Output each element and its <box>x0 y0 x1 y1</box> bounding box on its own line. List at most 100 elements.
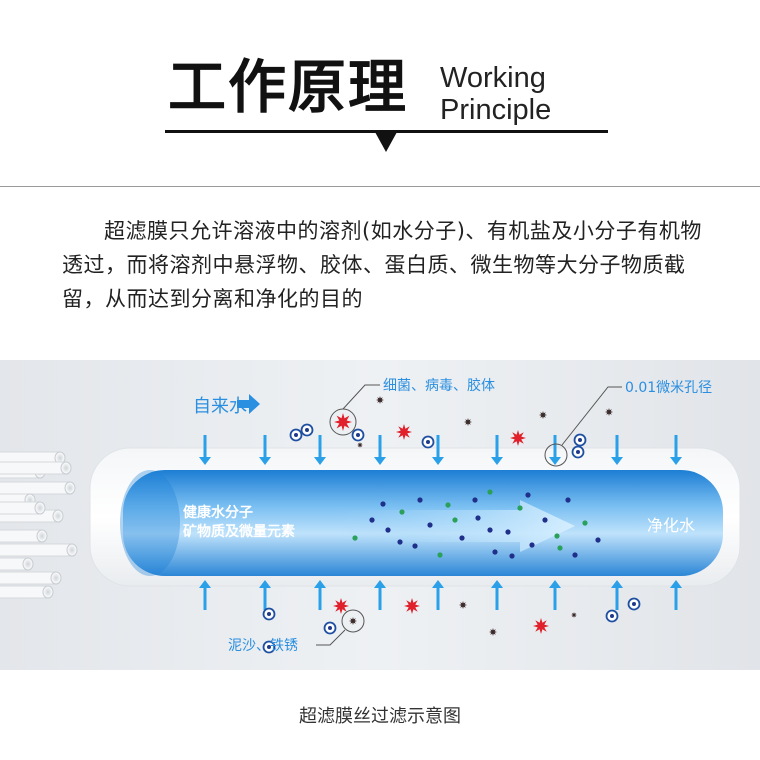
flow-arrow <box>340 500 575 552</box>
contaminant-burst <box>539 411 547 419</box>
inflow-arrow-head <box>259 457 271 465</box>
water-molecule <box>399 509 405 515</box>
water-molecule <box>582 520 588 526</box>
water-molecule <box>487 489 493 495</box>
water-molecule <box>509 553 515 559</box>
label-bacteria: 细菌、病毒、胶体 <box>383 377 495 394</box>
water-molecule <box>352 535 358 541</box>
sediment-ring-core <box>267 612 271 616</box>
sediment-ring-core <box>305 428 309 432</box>
water-molecule <box>445 502 451 508</box>
water-molecule <box>554 533 560 539</box>
membrane-fiber-end <box>36 529 48 543</box>
sediment-ring-core <box>578 438 582 442</box>
sediment-ring-core <box>356 433 360 437</box>
membrane-fiber-end <box>66 543 78 557</box>
contaminant-burst <box>605 408 613 416</box>
contaminant-burst <box>376 396 384 404</box>
label-inflow: 自来水 <box>193 396 247 417</box>
inflow-arrow-head <box>259 580 271 588</box>
contaminant-burst <box>510 430 526 446</box>
title-english-line1: Working <box>440 62 546 94</box>
title-underline <box>165 130 608 133</box>
membrane-fiber-end <box>64 481 76 495</box>
sediment-ring-core <box>426 440 430 444</box>
contaminant-burst <box>334 413 352 431</box>
label-pore: 0.01微米孔径 <box>625 380 712 396</box>
water-molecule <box>427 522 433 528</box>
page-title: 工作原理 <box>168 53 409 121</box>
inflow-arrow-head <box>611 580 623 588</box>
water-molecule <box>517 505 523 511</box>
inflow-arrow-head <box>374 580 386 588</box>
water-molecule <box>565 497 571 503</box>
contaminant-burst <box>464 418 472 426</box>
contaminant-particles <box>262 396 641 654</box>
water-molecule <box>385 527 391 533</box>
sediment-ring-core <box>328 626 332 630</box>
inflow-arrow-head <box>314 457 326 465</box>
contaminant-burst <box>357 442 363 448</box>
inflow-arrow-head <box>670 580 682 588</box>
pore-callout-line <box>561 386 622 446</box>
inflow-arrow-head <box>199 457 211 465</box>
label-healthy-line1: 健康水分子 <box>183 504 253 521</box>
pore-callout-circle <box>544 443 568 467</box>
contaminant-burst <box>333 598 349 614</box>
membrane-fiber-end <box>22 557 34 571</box>
page-title-english: Working Principle <box>440 62 551 126</box>
inflow-arrow-head <box>611 457 623 465</box>
fiber-bundle <box>0 451 78 599</box>
water-molecule <box>397 539 403 545</box>
sediment-callout-circle <box>341 609 365 633</box>
description-paragraph: 超滤膜只允许溶液中的溶剂(如水分子)、有机盐及小分子有机物透过，而将溶剂中悬浮物… <box>62 219 702 311</box>
membrane-fiber <box>0 571 57 585</box>
inflow-arrow-head <box>314 580 326 588</box>
contaminant-burst <box>349 617 357 625</box>
water-molecule <box>505 529 511 535</box>
label-sediment: 泥沙、铁锈 <box>228 638 298 654</box>
membrane-fiber <box>0 543 73 557</box>
sediment-ring-core <box>632 602 636 606</box>
tube-left-end <box>120 470 180 576</box>
inflow-arrows-top <box>199 435 682 465</box>
water-molecule <box>472 497 478 503</box>
water-molecule <box>557 545 563 551</box>
inflow-arrow-head <box>491 457 503 465</box>
inflow-arrows-bottom <box>199 580 682 610</box>
inflow-label-arrow-icon <box>237 394 260 414</box>
contaminant-burst <box>404 598 420 614</box>
section-divider <box>0 186 760 187</box>
water-molecule <box>487 527 493 533</box>
membrane-fiber <box>0 585 49 599</box>
contaminant-burst <box>533 618 549 634</box>
membrane-fiber <box>0 481 71 495</box>
filtration-diagram: 自来水 细菌、病毒、胶体 0.01微米孔径 健康水分子 矿物质及微量元素 净化水… <box>0 360 760 670</box>
water-molecule <box>459 535 465 541</box>
sediment-ring-core <box>576 450 580 454</box>
membrane-fiber-end <box>50 571 62 585</box>
inflow-arrow-head <box>432 457 444 465</box>
inflow-arrow-head <box>199 580 211 588</box>
diagram-caption: 超滤膜丝过滤示意图 <box>299 706 461 727</box>
title-pointer-triangle-icon <box>375 132 397 152</box>
contaminant-burst <box>489 628 497 636</box>
inflow-arrow-head <box>549 580 561 588</box>
membrane-fiber-end <box>52 509 64 523</box>
water-molecule <box>475 515 481 521</box>
water-molecule <box>437 552 443 558</box>
contaminant-burst <box>396 424 412 440</box>
water-molecule <box>542 517 548 523</box>
bacteria-callout-line <box>342 384 380 410</box>
title-english-line2: Principle <box>440 94 552 126</box>
water-molecule <box>529 542 535 548</box>
membrane-fiber <box>0 461 67 475</box>
membrane-fiber-end <box>34 501 46 515</box>
membrane-fiber-end <box>60 461 72 475</box>
inflow-arrow-head <box>549 457 561 465</box>
sediment-ring-core <box>267 645 271 649</box>
inflow-arrow-head <box>670 457 682 465</box>
water-molecule <box>412 543 418 549</box>
sediment-callout-line <box>316 629 346 646</box>
water-molecule <box>525 492 531 498</box>
